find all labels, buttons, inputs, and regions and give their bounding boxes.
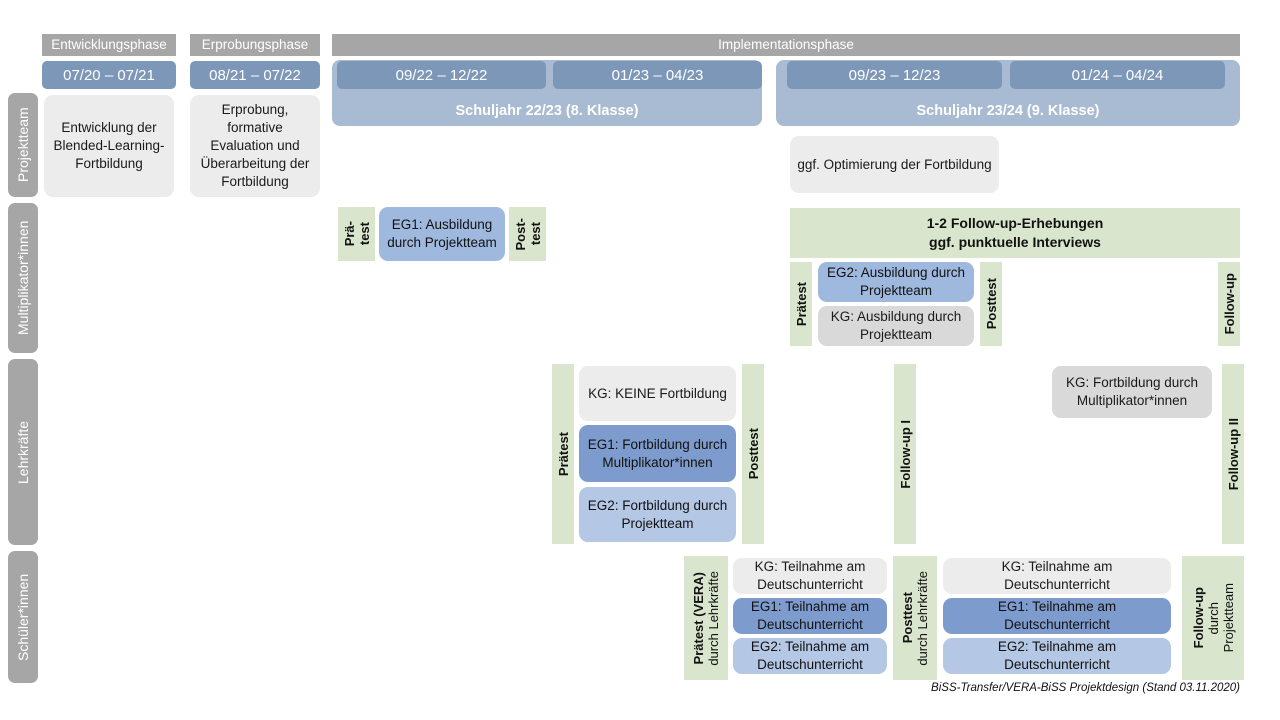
multiplikatoren-praetest-2-label: Prätest <box>793 281 809 327</box>
schuelerinnen-praetest-vera-thin: durch Lehrkräfte <box>706 570 721 666</box>
schuelerinnen-box-eg2-teilnahme-2: EG2: Teilnahme am Deutschunterricht <box>943 638 1171 674</box>
lehrkraefte-followup-1-column: Follow-up I <box>894 364 916 544</box>
multiplikatoren-posttest-2: Posttest <box>980 262 1002 346</box>
projektteam-box-entwicklung: Entwicklung der Blended-Learning-Fortbil… <box>44 95 174 197</box>
actor-label-multiplikatorinnen: Multiplikator*innen <box>8 203 38 353</box>
lehrkraefte-praetest-label: Prätest <box>555 431 571 477</box>
period-chip-0124-0424: 01/24 – 04/24 <box>1010 61 1225 89</box>
multiplikatoren-praetest-1: Prä- test <box>338 207 375 261</box>
multiplikatoren-followup-banner-line1: 1-2 Follow-up-Erhebungen <box>926 215 1104 231</box>
projektteam-box-erprobung: Erprobung, formative Evaluation und Über… <box>190 95 320 197</box>
schuelerinnen-posttest-column: Posttest durch Lehrkräfte <box>893 556 937 680</box>
schuelerinnen-followup-thin-2: Projektteam <box>1220 583 1236 653</box>
period-chip-0922-1222: 09/22 – 12/22 <box>337 61 546 89</box>
schuelerinnen-praetest-vera-bold: Prätest (VERA) <box>691 571 706 665</box>
schuelerinnen-followup-column: Follow-up durch Projektteam <box>1182 556 1244 680</box>
projektteam-box-optimierung: ggf. Optimierung der Fortbildung <box>790 136 999 193</box>
lehrkraefte-posttest-column: Posttest <box>742 364 764 544</box>
lehrkraefte-box-kg-fortbildung-multiplikatoren: KG: Fortbildung durch Multiplikator*inne… <box>1052 366 1212 418</box>
schuelerinnen-box-kg-teilnahme-1: KG: Teilnahme am Deutschunterricht <box>733 558 887 594</box>
multiplikatoren-box-eg2-ausbildung: EG2: Ausbildung durch Projektteam <box>818 262 974 302</box>
schuelerinnen-posttest-bold: Posttest <box>900 592 915 644</box>
schuelerinnen-followup-thin-1: durch <box>1205 601 1221 635</box>
lehrkraefte-box-eg2-fortbildung: EG2: Fortbildung durch Projektteam <box>579 487 736 542</box>
multiplikatoren-posttest-2-label: Posttest <box>983 278 999 330</box>
multiplikatoren-praetest-1-line1: Prä- <box>341 221 357 247</box>
lehrkraefte-box-kg-keine-fortbildung: KG: KEINE Fortbildung <box>579 366 736 421</box>
multiplikatoren-box-kg-ausbildung: KG: Ausbildung durch Projektteam <box>818 306 974 346</box>
multiplikatoren-praetest-2: Prätest <box>790 262 812 346</box>
schuelerinnen-praetest-vera-column: Prätest (VERA) durch Lehrkräfte <box>684 556 728 680</box>
lehrkraefte-followup-1-label: Follow-up I <box>897 419 913 489</box>
schuelerinnen-followup-bold: Follow-up <box>1190 587 1206 649</box>
phase-header-entwicklungsphase: Entwicklungsphase <box>42 34 176 56</box>
footer-source-note: BiSS-Transfer/VERA-BiSS Projektdesign (S… <box>931 682 1240 694</box>
multiplikatoren-followup-banner: 1-2 Follow-up-Erhebungen ggf. punktuelle… <box>790 208 1240 258</box>
lehrkraefte-followup-2-column: Follow-up II <box>1222 364 1244 544</box>
multiplikatoren-followup-label: Follow-up <box>1221 273 1237 335</box>
schuelerinnen-posttest-thin: durch Lehrkräfte <box>915 570 930 666</box>
multiplikatoren-followup-column: Follow-up <box>1218 262 1240 346</box>
schuelerinnen-box-eg1-teilnahme-2: EG1: Teilnahme am Deutschunterricht <box>943 598 1171 634</box>
actor-label-lehrkraefte: Lehrkräfte <box>8 359 38 545</box>
phase-header-erprobungsphase: Erprobungsphase <box>190 34 320 56</box>
lehrkraefte-praetest-column: Prätest <box>552 364 574 544</box>
period-chip-0720-0721: 07/20 – 07/21 <box>42 61 176 89</box>
period-chip-0821-0722: 08/21 – 07/22 <box>190 61 320 89</box>
period-chip-0923-1223: 09/23 – 12/23 <box>787 61 1002 89</box>
actor-label-projektteam: Projektteam <box>8 93 38 197</box>
multiplikatoren-posttest-1-line2: test <box>527 222 543 246</box>
multiplikatoren-posttest-1-line1: Post- <box>512 217 528 251</box>
lehrkraefte-followup-2-label: Follow-up II <box>1225 417 1241 491</box>
multiplikatoren-posttest-1: Post- test <box>509 207 546 261</box>
schuelerinnen-box-kg-teilnahme-2: KG: Teilnahme am Deutschunterricht <box>943 558 1171 594</box>
schuelerinnen-box-eg2-teilnahme-1: EG2: Teilnahme am Deutschunterricht <box>733 638 887 674</box>
phase-header-implementationsphase: Implementationsphase <box>332 34 1240 56</box>
schuelerinnen-box-eg1-teilnahme-1: EG1: Teilnahme am Deutschunterricht <box>733 598 887 634</box>
actor-label-schuelerinnen: Schüler*innen <box>8 551 38 683</box>
period-chip-0123-0423: 01/23 – 04/23 <box>553 61 762 89</box>
lehrkraefte-posttest-label: Posttest <box>745 428 761 480</box>
multiplikatoren-followup-banner-line2: ggf. punktuelle Interviews <box>929 234 1101 250</box>
multiplikatoren-praetest-1-line2: test <box>356 222 372 246</box>
multiplikatoren-box-eg1-ausbildung: EG1: Ausbildung durch Projektteam <box>379 207 505 261</box>
lehrkraefte-box-eg1-fortbildung: EG1: Fortbildung durch Multiplikator*inn… <box>579 425 736 482</box>
